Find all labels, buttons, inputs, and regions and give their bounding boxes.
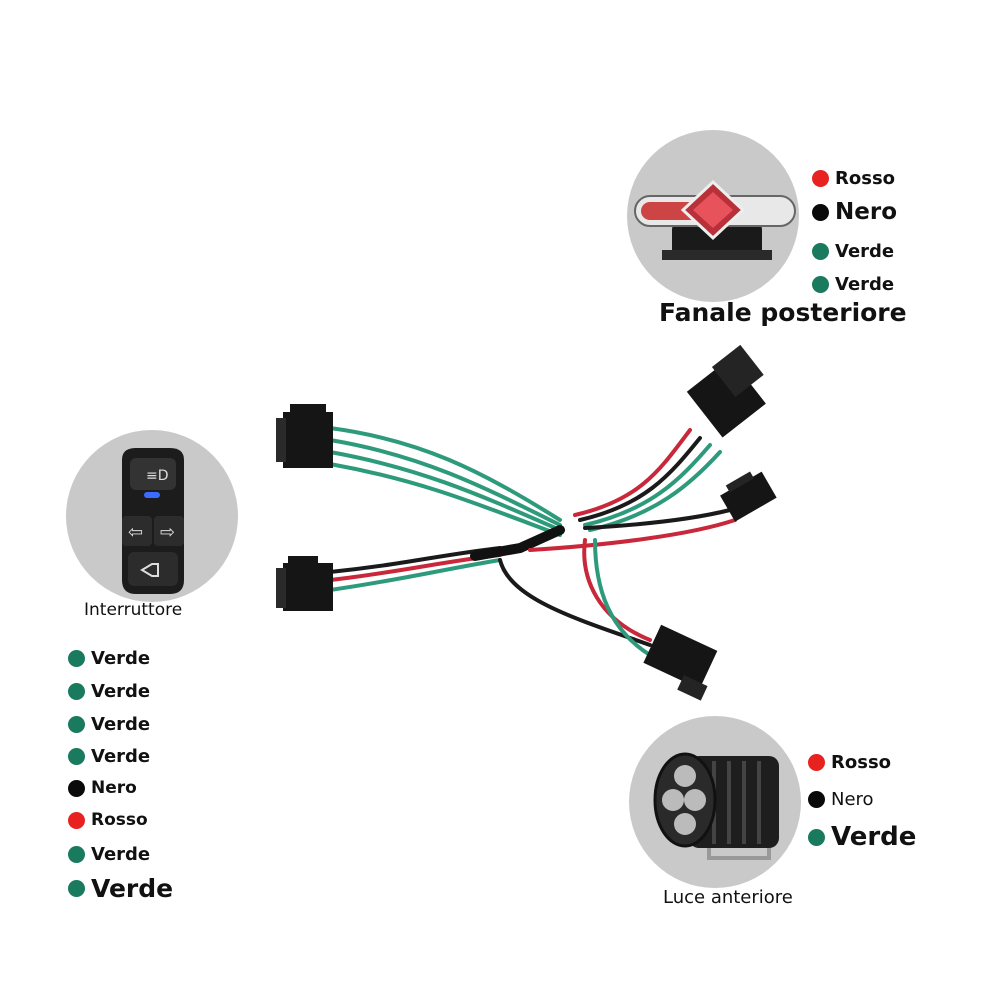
color-dot — [68, 650, 85, 667]
wire-green — [328, 450, 562, 532]
front-light-caption: Luce anteriore — [663, 887, 793, 908]
switch-legend-item: Verde — [68, 746, 150, 767]
tail-legend-item: Verde — [812, 241, 894, 262]
color-dot — [68, 716, 85, 733]
front-light-image — [653, 752, 779, 860]
wire-green — [583, 443, 712, 527]
svg-text:⇨: ⇨ — [160, 522, 175, 543]
color-dot — [808, 791, 825, 808]
svg-text:≡D: ≡D — [146, 468, 169, 484]
wire-red — [582, 538, 652, 642]
connector-top-left — [276, 404, 333, 468]
color-dot — [68, 683, 85, 700]
front-legend-item: Rosso — [808, 752, 891, 773]
color-dot — [68, 779, 85, 797]
tail-light-image — [634, 179, 796, 260]
wire-green — [328, 558, 502, 592]
wire-green — [328, 426, 562, 522]
wire-green — [588, 450, 722, 532]
color-dot — [812, 243, 829, 260]
wire-red — [528, 518, 737, 552]
wire-green — [328, 462, 562, 537]
switch-circle: ≡D ⇦ ⇨ — [66, 430, 238, 602]
color-dot — [812, 276, 829, 293]
wire-green — [328, 438, 562, 527]
switch-legend-item: Rosso — [68, 810, 148, 830]
tail-legend-item: Nero — [812, 199, 897, 225]
switch-legend-item: Verde — [68, 648, 150, 669]
front-legend-item: Verde — [808, 822, 916, 852]
switch-legend-item: Verde — [68, 844, 150, 865]
color-dot — [68, 748, 85, 765]
color-dot — [812, 170, 829, 187]
wire-red — [573, 428, 692, 517]
color-dot — [808, 754, 825, 771]
tail-light-circle — [627, 130, 799, 302]
color-dot — [68, 880, 85, 897]
front-legend-item: Nero — [808, 789, 874, 810]
tail-legend-item: Rosso — [812, 168, 895, 189]
front-light-circle — [629, 716, 801, 888]
junction-sleeve — [470, 525, 565, 561]
wire-black — [498, 558, 652, 647]
color-dot — [68, 811, 85, 829]
tail-legend-item: Verde — [812, 274, 894, 295]
switch-caption: Interruttore — [84, 600, 183, 620]
switch-legend-item: Verde — [68, 681, 150, 702]
svg-text:⇦: ⇦ — [128, 522, 143, 543]
color-dot — [812, 203, 829, 221]
switch-legend-item: Verde — [68, 874, 173, 903]
switch-legend-item: Nero — [68, 778, 137, 798]
color-dot — [808, 828, 825, 846]
connector-top-right — [686, 344, 766, 438]
connector-bottom-right — [643, 624, 718, 701]
color-dot — [68, 846, 85, 863]
connector-middle-right — [720, 471, 777, 522]
tail-light-caption: Fanale posteriore — [659, 298, 907, 327]
switch-legend-item: Verde — [68, 714, 150, 735]
connector-bottom-left — [276, 556, 333, 611]
switch-image: ≡D ⇦ ⇨ — [122, 448, 184, 594]
wire-green — [593, 538, 652, 657]
wire-black — [583, 508, 732, 530]
wire-black — [578, 436, 702, 522]
